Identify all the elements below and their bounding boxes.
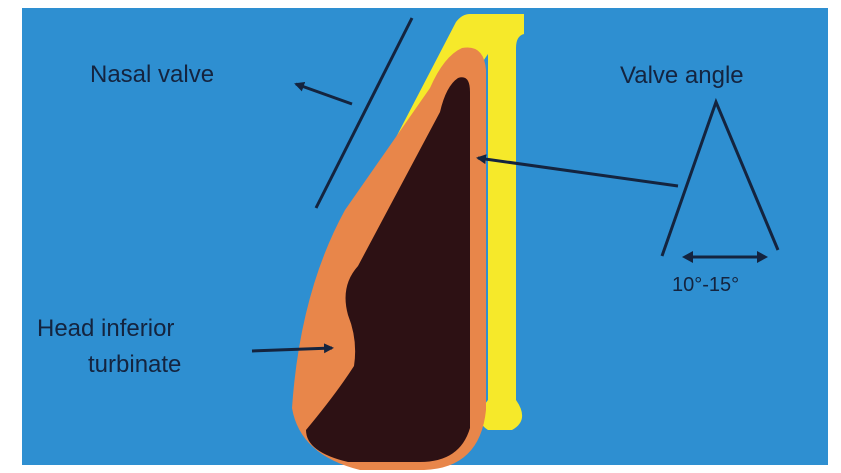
head-inferior-turbinate-label-line2: turbinate (88, 351, 181, 378)
head-inferior-turbinate-label-line1: Head inferior (37, 315, 174, 342)
nasal-valve-label: Nasal valve (90, 61, 214, 88)
valve-angle-label: Valve angle (620, 62, 744, 89)
angle-range-label: 10°-15° (672, 274, 739, 296)
